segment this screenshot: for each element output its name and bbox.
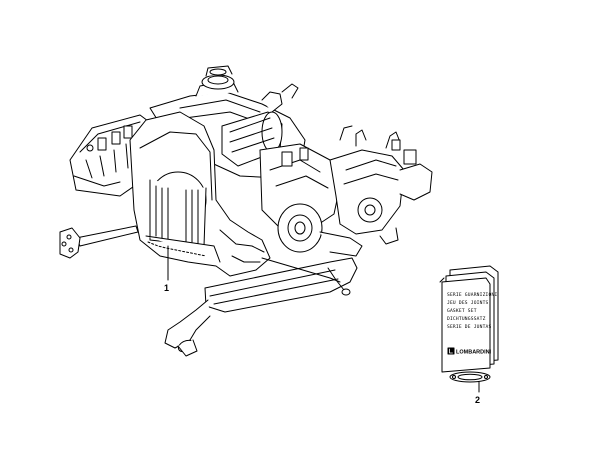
- kit-line-4: DICHTUNGSSATZ: [447, 316, 486, 322]
- kit-line-5: SERIE DE JUNTAS: [447, 324, 492, 330]
- gasket-kit-label: SERIE GUARNIZIONI JEU DES JOINTS GASKET …: [447, 292, 497, 330]
- lombardini-logo: LOMBARDINI: [447, 347, 492, 356]
- callout-1[interactable]: 1: [164, 245, 169, 293]
- callout-1-label: 1: [164, 283, 169, 293]
- kit-line-3: GASKET SET: [447, 308, 477, 314]
- kit-brand: LOMBARDINI: [456, 350, 492, 356]
- exhaust-muffler: [164, 257, 358, 357]
- fuel-system: [327, 125, 433, 296]
- injection-pump-assembly: [259, 143, 363, 257]
- crank-shaft-handle: [59, 225, 139, 259]
- dipstick: [261, 257, 341, 283]
- flywheel-shroud: [129, 111, 271, 277]
- callout-2[interactable]: 2: [475, 381, 480, 405]
- kit-line-1: SERIE GUARNIZIONI: [447, 292, 497, 298]
- engine-assembly[interactable]: [59, 65, 433, 357]
- kit-line-2: JEU DES JOINTS: [447, 300, 489, 306]
- gasket-set-kit[interactable]: SERIE GUARNIZIONI JEU DES JOINTS GASKET …: [439, 265, 499, 383]
- callout-2-label: 2: [475, 395, 480, 405]
